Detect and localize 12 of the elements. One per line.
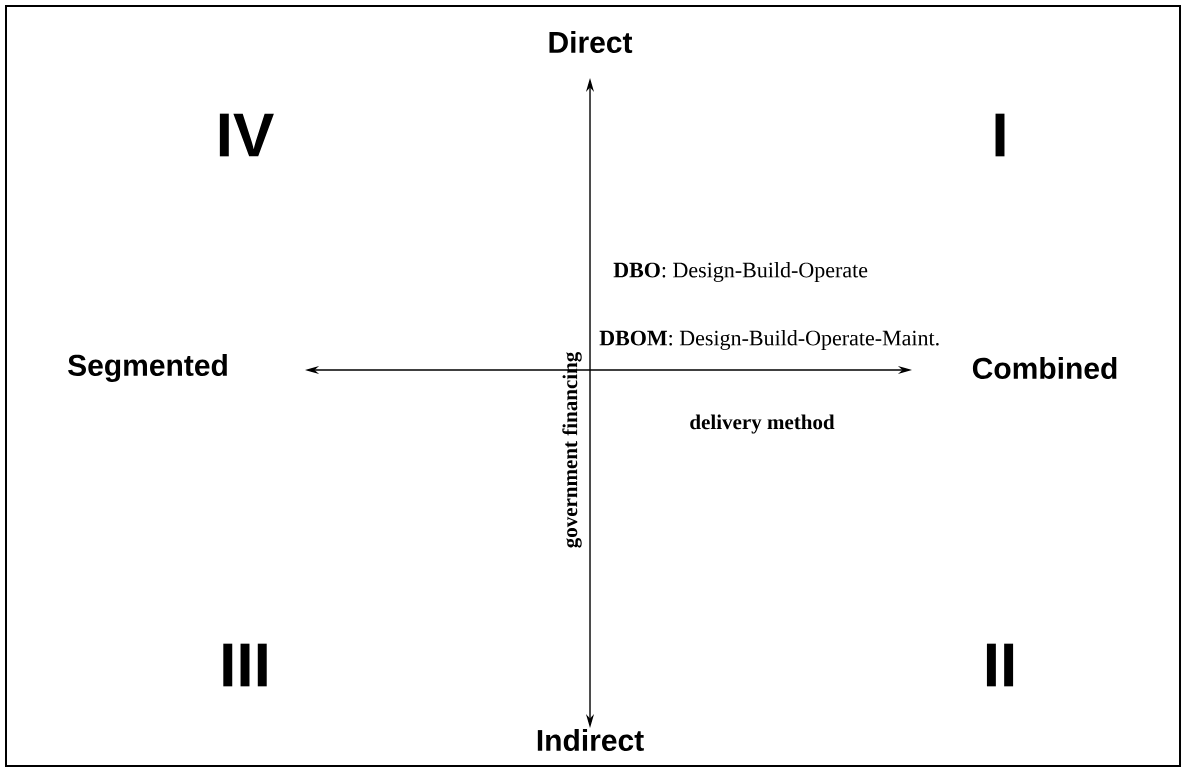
definition-text: DBOM: Design-Build-Operate-Maint. (599, 330, 939, 350)
axis-end-label: Direct (549, 31, 633, 53)
quadrant-numeral: III (223, 643, 267, 687)
axis-end-label: Segmented (68, 353, 227, 383)
axis-title: government financing (562, 351, 582, 548)
quadrant-numeral: II (986, 643, 1014, 687)
quadrant-numeral: I (995, 113, 1005, 157)
axis-title: delivery method (690, 414, 835, 434)
axis-end-label: Combined (972, 357, 1117, 380)
axis-end-label: Indirect (537, 729, 644, 752)
quadrant-numeral: IV (219, 113, 274, 157)
definition-text: DBO: Design-Build-Operate (613, 262, 868, 282)
